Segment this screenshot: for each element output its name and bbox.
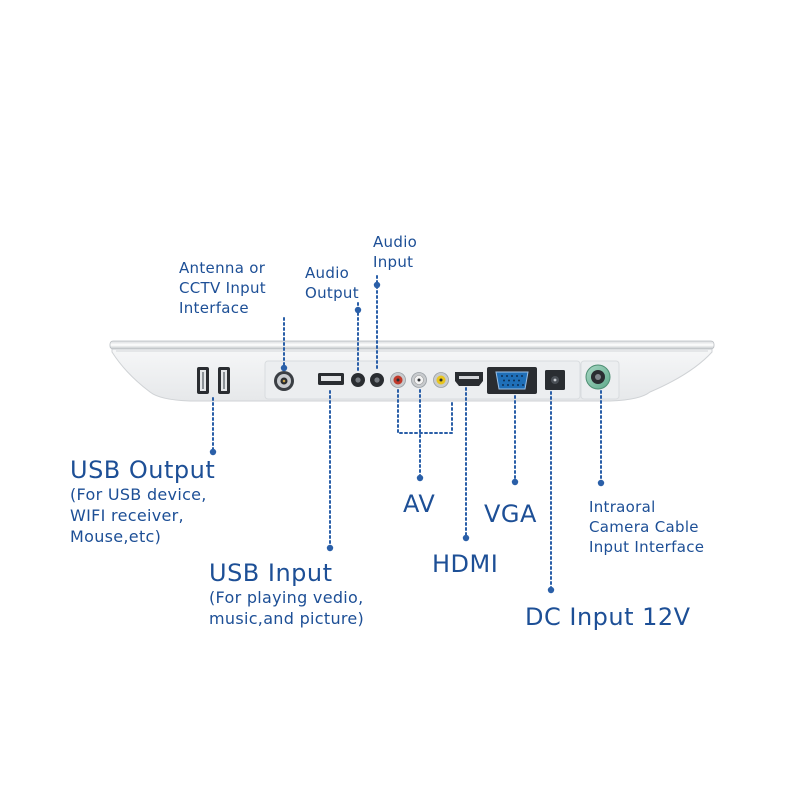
leader-dot-audio-input: [373, 281, 381, 289]
label-dc-input: DC Input 12V: [525, 603, 691, 631]
usb-output-desc-3: Mouse,etc): [70, 527, 162, 546]
usb-input-title: USB Input: [209, 559, 333, 587]
leader-dot-usb-input: [326, 544, 334, 552]
leader-dot-audio-output: [354, 306, 362, 314]
leader-dot-antenna: [280, 364, 288, 372]
leader-av: [397, 389, 453, 478]
leader-dot-hdmi: [462, 534, 470, 542]
av-rca-white: [411, 372, 427, 388]
leader-dot-intraoral: [597, 479, 605, 487]
label-usb-input: USB Input (For playing vedio, music,and …: [209, 559, 364, 629]
label-audio-input: Audio Input: [373, 233, 418, 271]
usb-output-desc-1: (For USB device,: [70, 485, 207, 504]
antenna-port: [274, 371, 294, 391]
leader-dot-usb-output: [209, 448, 217, 456]
usb-input-desc-2: music,and picture): [209, 609, 365, 628]
label-antenna: Antenna or CCTV Input Interface: [179, 259, 266, 317]
vga-port: [487, 367, 537, 394]
label-vga: VGA: [484, 500, 537, 528]
usb-output-port-1: [197, 367, 209, 394]
audio-input-jack: [370, 373, 384, 387]
label-audio-output: Audio Output: [305, 264, 359, 302]
usb-output-title: USB Output: [70, 456, 216, 484]
leader-dot-vga: [511, 478, 519, 486]
av-rca-red: [390, 372, 406, 388]
intraoral-camera-port: [585, 364, 611, 390]
leader-dot-dc: [547, 586, 555, 594]
dc-input-port: [545, 370, 565, 390]
device-top-rail: [109, 340, 715, 350]
audio-output-jack: [351, 373, 365, 387]
usb-output-port-2: [218, 367, 230, 394]
label-usb-output: USB Output (For USB device, WIFI receive…: [70, 456, 215, 547]
leader-dot-av: [416, 474, 424, 482]
usb-input-port: [318, 373, 344, 385]
hdmi-port: [455, 372, 483, 386]
usb-output-desc-2: WIFI receiver,: [70, 506, 184, 525]
usb-input-desc-1: (For playing vedio,: [209, 588, 364, 607]
av-rca-yellow: [433, 372, 449, 388]
label-av: AV: [403, 490, 436, 518]
label-intraoral: Intraoral Camera Cable Input Interface: [589, 498, 705, 556]
label-hdmi: HDMI: [432, 550, 499, 578]
